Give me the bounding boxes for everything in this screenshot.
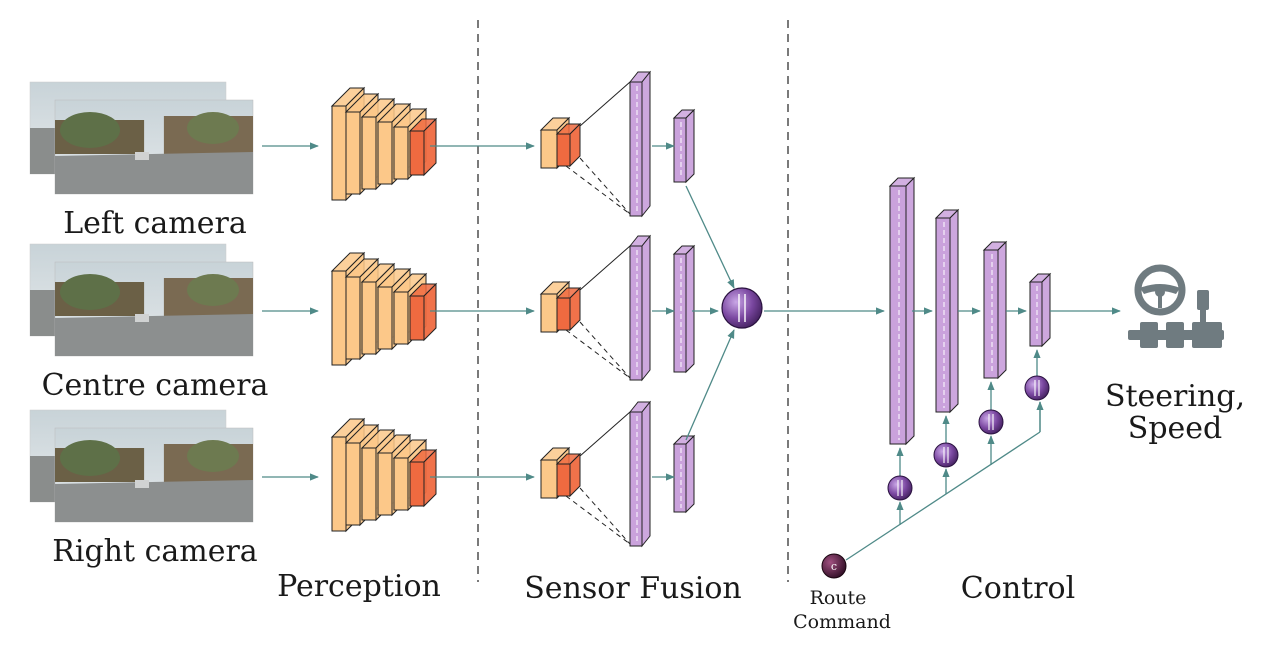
camera-label-left: Left camera <box>63 206 247 241</box>
control-layer-4 <box>1028 272 1052 348</box>
control-layer-2 <box>934 208 960 414</box>
control-concat-node-2 <box>933 442 959 468</box>
perception-cnn-left <box>330 86 438 202</box>
arrow-left-to-concat <box>685 185 735 289</box>
perception-cnn-right <box>330 417 438 533</box>
camera-image-stack-centre <box>29 243 254 357</box>
control-layer-3 <box>982 240 1008 380</box>
route-node-symbol: c <box>831 560 837 573</box>
route-command-line <box>845 431 1041 561</box>
fusion-branch-right <box>539 400 696 548</box>
route-command-label-line2: Command <box>793 611 891 633</box>
fusion-branch-left <box>539 70 696 218</box>
steering-wheel-icon <box>1128 264 1224 348</box>
fusion-fc-layer <box>628 70 652 218</box>
fusion-feature-dark <box>555 122 582 168</box>
control-concat-node-4 <box>1024 375 1050 401</box>
camera-label-centre: Centre camera <box>42 368 269 403</box>
perception-output-layer <box>408 282 438 342</box>
fusion-feature-dark <box>555 286 582 332</box>
control-concat-node-1 <box>887 475 913 501</box>
output-label-line1: Steering, <box>1105 379 1245 414</box>
section-title-perception: Perception <box>277 569 441 604</box>
fusion-fc-layer <box>628 234 652 382</box>
control-concat-node-3 <box>978 409 1004 435</box>
control-blocks <box>888 176 1052 446</box>
fusion-blocks <box>539 70 696 548</box>
camera-image-stack-left <box>29 81 254 195</box>
arrow-right-to-concat <box>685 329 735 441</box>
control-layer-1 <box>888 176 916 446</box>
fusion-feature-dark <box>555 452 582 498</box>
perception-cnn-centre <box>330 251 438 367</box>
control-concat-nodes <box>887 375 1050 501</box>
section-title-sensor-fusion: Sensor Fusion <box>524 571 741 606</box>
fusion-fc-small <box>672 244 696 374</box>
section-title-control: Control <box>961 571 1075 606</box>
output-label-line2: Speed <box>1128 411 1222 446</box>
camera-image-stack-right <box>29 409 254 523</box>
fusion-fc-small <box>672 434 696 514</box>
fusion-fc-layer <box>628 400 652 548</box>
fusion-branch-centre <box>539 234 696 382</box>
fusion-concat-node <box>721 287 763 329</box>
route-command-label-line1: Route <box>810 587 867 609</box>
camera-images <box>29 81 254 523</box>
connectors <box>262 142 1121 561</box>
perception-output-layer <box>408 448 438 508</box>
camera-label-right: Right camera <box>52 534 258 569</box>
perception-output-layer <box>408 117 438 177</box>
perception-blocks <box>330 86 438 533</box>
fusion-fc-small <box>672 108 696 184</box>
route-command-node: c <box>821 553 847 579</box>
